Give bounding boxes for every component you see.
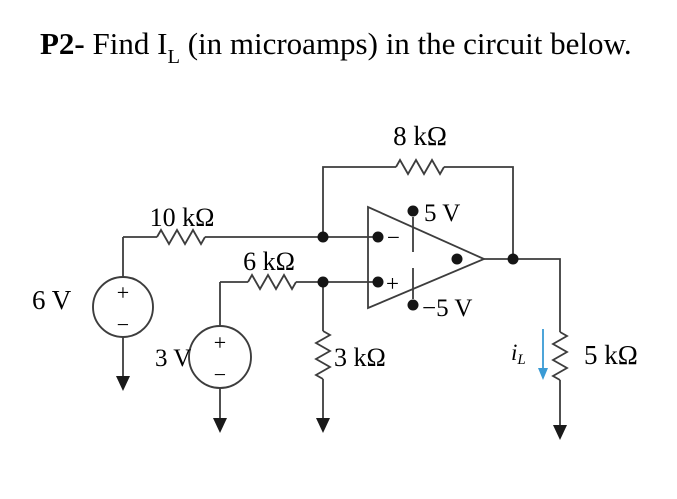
resistor-10k-symbol [156, 228, 206, 246]
source-3v-minus-sign: − [214, 362, 226, 387]
source-6v-plus-sign: + [117, 280, 129, 305]
pos-supply-dot [407, 205, 419, 217]
resistor-3k-symbol [314, 330, 332, 380]
problem-title: P2- Find IL (in microamps) in the circui… [40, 26, 632, 67]
output-wire [484, 258, 561, 426]
title-text-before: Find I [84, 26, 168, 61]
noninverting-node-dot [317, 276, 329, 288]
problem-number: P2- [40, 26, 85, 61]
label-3v: 3 V [155, 345, 191, 372]
label-neg-supply: −5 V [422, 295, 472, 322]
opamp-triangle [367, 205, 487, 310]
resistor-5k-symbol [551, 331, 569, 381]
noninverting-input-dot [372, 276, 384, 288]
output-dot [451, 253, 463, 265]
resistor-6k-symbol [247, 273, 297, 291]
label-10k: 10 kΩ [150, 203, 215, 232]
load-current-arrowhead [538, 368, 548, 380]
inverting-input-dot [372, 231, 384, 243]
label-3k: 3 kΩ [334, 343, 386, 372]
feedback-wire [322, 166, 514, 259]
resistor-8k-symbol [395, 158, 445, 176]
ground-arrow-3k [316, 418, 330, 433]
source-6v-circle [92, 276, 154, 338]
ground-arrow-5k [553, 425, 567, 440]
source-3v-circle [188, 325, 252, 389]
label-8k: 8 kΩ [393, 121, 447, 151]
opamp-noninverting-sign: + [386, 271, 399, 296]
output-node-dot [507, 253, 519, 265]
label-6k: 6 kΩ [243, 247, 295, 276]
ground-arrow-6v [116, 376, 130, 391]
inverting-node-dot [317, 231, 329, 243]
neg-supply-dot [407, 299, 419, 311]
opamp-inverting-sign: − [387, 225, 400, 250]
load-current-label: iL [511, 340, 526, 368]
label-6v: 6 V [32, 285, 72, 315]
label-pos-supply: 5 V [424, 200, 460, 227]
label-5k: 5 kΩ [584, 340, 638, 370]
title-text-after: (in microamps) in the circuit below. [179, 26, 632, 61]
load-current-symbol: i [511, 340, 517, 365]
title-subscript: L [167, 46, 180, 69]
ground-arrow-3v [213, 418, 227, 433]
load-current-subscript: L [516, 352, 525, 368]
source-6v-minus-sign: − [117, 312, 129, 337]
source-3v-plus-sign: + [214, 330, 226, 355]
